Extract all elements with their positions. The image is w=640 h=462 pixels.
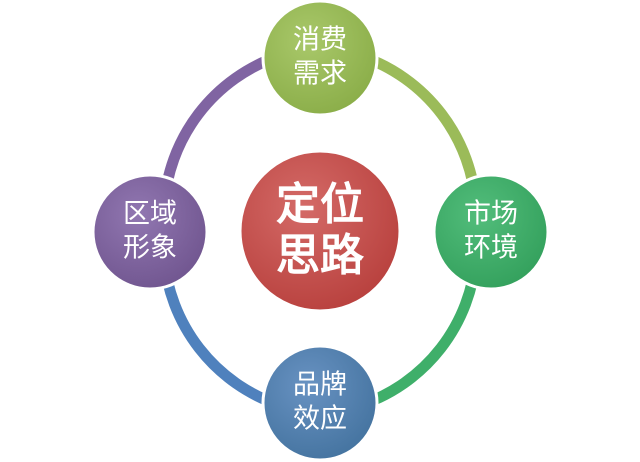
node-brand-effect: 品牌 效应 (261, 344, 379, 462)
center-node: 定位 思路 (238, 149, 402, 313)
node-market-environment: 市场 环境 (432, 173, 550, 291)
node-bottom-line2: 效应 (293, 404, 347, 435)
node-left-line2: 形象 (123, 233, 177, 264)
center-label-line1: 定位 (276, 179, 364, 230)
node-right-line2: 环境 (464, 233, 518, 264)
node-left-line1: 区域 (123, 199, 177, 230)
node-top-line2: 需求 (293, 59, 347, 90)
node-bottom-line1: 品牌 (293, 370, 347, 401)
node-regional-image: 区域 形象 (91, 173, 209, 291)
node-consumer-demand: 消费 需求 (261, 0, 379, 117)
center-label-line2: 思路 (276, 230, 365, 281)
node-top-line1: 消费 (293, 25, 347, 56)
node-right-line1: 市场 (464, 199, 518, 230)
